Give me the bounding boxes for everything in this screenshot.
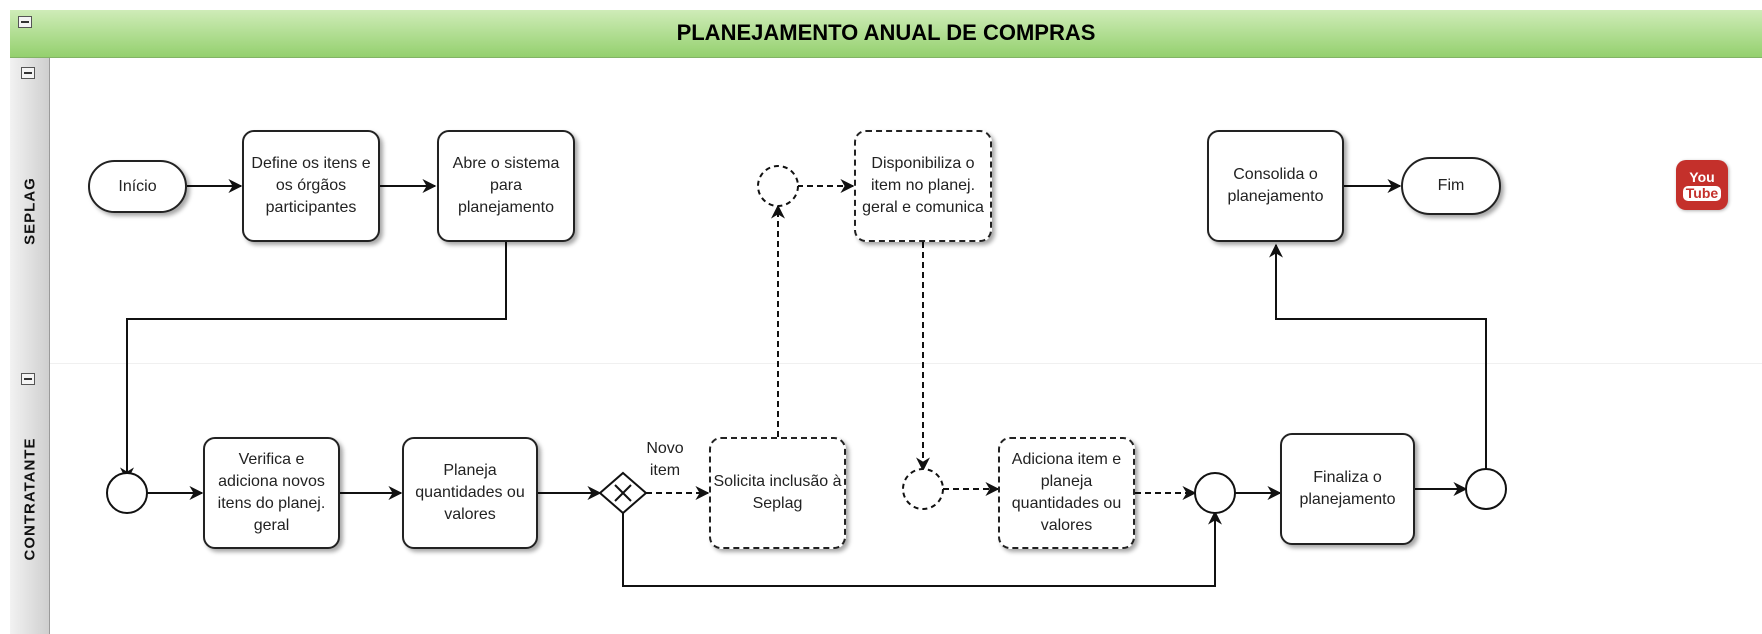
lane-contratante: CONTRATANTE <box>10 363 50 634</box>
youtube-icon-you: You <box>1689 168 1715 185</box>
task-disponibiliza[interactable]: Disponibiliza o item no planej. geral e … <box>854 130 992 242</box>
gateway-label-novo-item: Novo item <box>646 440 684 479</box>
task-consolida[interactable]: Consolida o planejamento <box>1207 130 1344 242</box>
lane-divider <box>50 363 1762 364</box>
youtube-icon[interactable]: You Tube <box>1676 160 1728 210</box>
end-event-fim[interactable]: Fim <box>1401 157 1501 215</box>
task-planeja[interactable]: Planeja quantidades ou valores <box>402 437 538 549</box>
lane-seplag: SEPLAG <box>10 58 50 363</box>
flow-abre-lane-change <box>120 242 507 482</box>
lane-seplag-collapse-button[interactable] <box>21 67 35 79</box>
task-adiciona[interactable]: Adiciona item e planeja quantidades ou v… <box>998 437 1135 549</box>
start-event-contratante <box>106 472 148 514</box>
lane-contratante-collapse-button[interactable] <box>21 373 35 385</box>
task-solicita[interactable]: Solicita inclusão à Seplag <box>709 437 846 549</box>
task-finaliza[interactable]: Finaliza o planejamento <box>1280 433 1415 545</box>
end-event-contratante <box>1465 468 1507 510</box>
task-abre-sistema[interactable]: Abre o sistema para planejamento <box>437 130 575 242</box>
pool-collapse-button[interactable] <box>18 16 32 28</box>
pool-title: PLANEJAMENTO ANUAL DE COMPRAS <box>676 20 1096 45</box>
task-define-itens[interactable]: Define os itens e os órgãos participante… <box>242 130 380 242</box>
pool-header: PLANEJAMENTO ANUAL DE COMPRAS <box>10 10 1762 58</box>
flow-gateway-merge <box>622 510 1222 587</box>
intermediate-event-contratante <box>902 468 944 510</box>
task-verifica[interactable]: Verifica e adiciona novos itens do plane… <box>203 437 340 549</box>
exclusive-gateway <box>598 471 648 515</box>
start-event-inicio[interactable]: Início <box>88 160 187 213</box>
flow-end-consolida <box>1269 243 1487 469</box>
youtube-icon-tube: Tube <box>1682 185 1722 201</box>
merge-event <box>1194 472 1236 514</box>
intermediate-event-seplag <box>757 165 799 207</box>
